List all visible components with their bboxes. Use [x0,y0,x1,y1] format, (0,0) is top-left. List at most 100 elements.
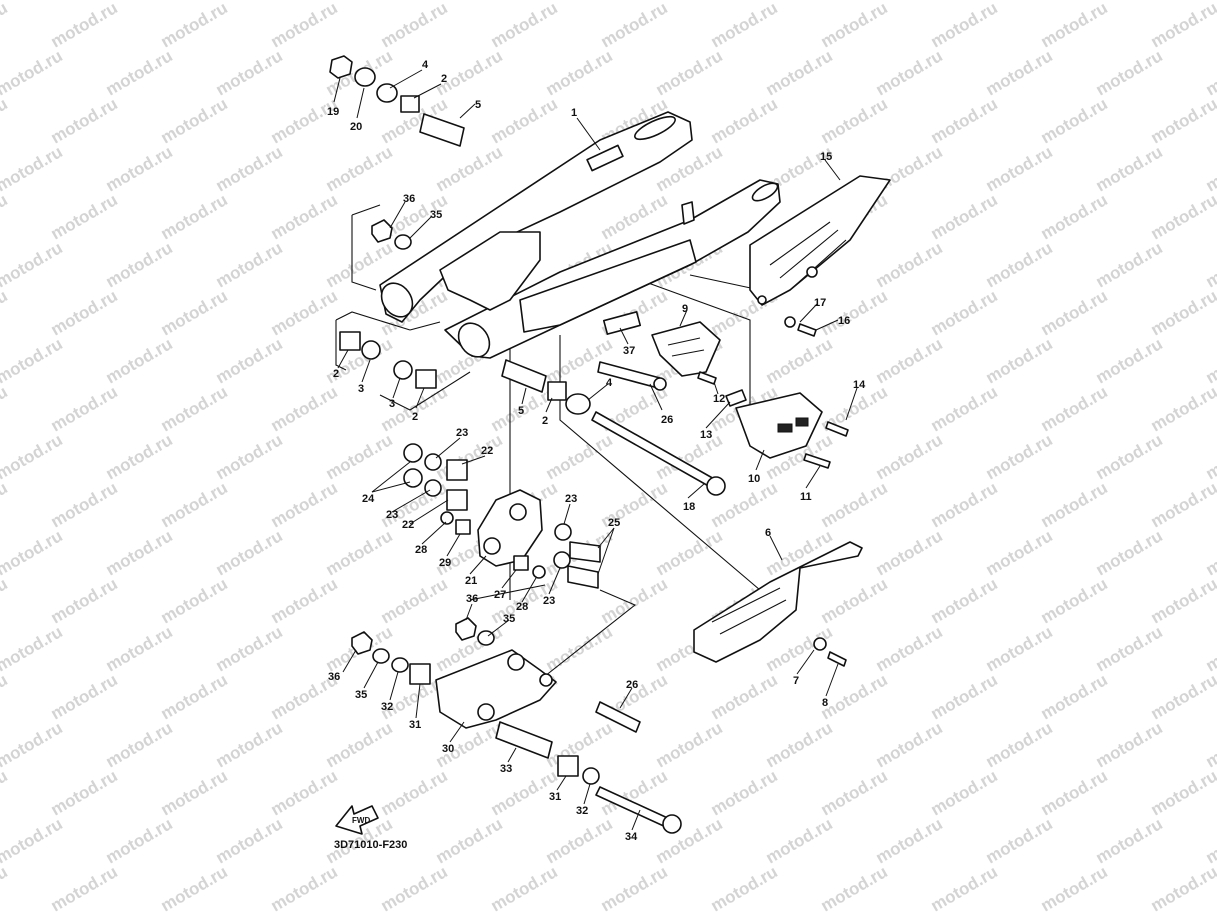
callout-label: 7 [793,675,799,687]
callout-label: 16 [838,315,850,327]
watermark-text: motod.ru [158,190,231,243]
watermark-text: motod.ru [103,430,176,483]
watermark-text: motod.ru [763,622,836,675]
watermark-text: motod.ru [1038,286,1111,339]
watermark-text: motod.ru [818,766,891,819]
callout-label: 32 [576,805,588,817]
watermark-text: motod.ru [1203,622,1217,675]
forward-direction-arrow: FWD [335,805,379,835]
chain-guide-upper [651,321,721,377]
watermark-text: motod.ru [48,862,121,913]
watermark-text: motod.ru [598,574,671,627]
callout-label: 28 [516,601,528,613]
watermark-text: motod.ru [1093,430,1166,483]
watermark-text: motod.ru [433,814,506,867]
watermark-text: motod.ru [1203,814,1217,867]
callout-label: 12 [713,393,725,405]
watermark-text: motod.ru [0,478,11,531]
callout-label: 30 [442,743,454,755]
watermark-text: motod.ru [0,286,11,339]
watermark-text: motod.ru [48,286,121,339]
watermark-text: motod.ru [1203,142,1217,195]
watermark-text: motod.ru [1093,238,1166,291]
watermark-text: motod.ru [1203,334,1217,387]
watermark-text: motod.ru [983,718,1056,771]
watermark-text: motod.ru [103,238,176,291]
watermark-text: motod.ru [0,190,11,243]
callout-label: 26 [626,679,638,691]
watermark-text: motod.ru [1038,574,1111,627]
watermark-text: motod.ru [323,718,396,771]
watermark-text: motod.ru [653,718,726,771]
watermark-text: motod.ru [488,0,561,51]
watermark-text: motod.ru [818,0,891,51]
watermark-text: motod.ru [1093,142,1166,195]
watermark-text: motod.ru [378,0,451,51]
watermark-text: motod.ru [158,382,231,435]
watermark-text: motod.ru [983,814,1056,867]
watermark-text: motod.ru [268,574,341,627]
callout-label: 21 [465,575,477,587]
watermark-text: motod.ru [873,238,946,291]
callout-label: 17 [814,297,826,309]
callout-label: 1 [571,107,577,119]
watermark-text: motod.ru [928,670,1001,723]
connecting-rod [435,649,557,729]
watermark-text: motod.ru [928,382,1001,435]
watermark-text: motod.ru [268,766,341,819]
watermark-text: motod.ru [268,382,341,435]
watermark-text: motod.ru [158,286,231,339]
watermark-text: motod.ru [1093,814,1166,867]
watermark-text: motod.ru [0,526,66,579]
relay-arm [477,489,543,567]
watermark-text: motod.ru [818,862,891,913]
watermark-text: motod.ru [1038,190,1111,243]
watermark-text: motod.ru [1148,190,1217,243]
watermark-text: motod.ru [0,0,11,51]
watermark-text: motod.ru [708,94,781,147]
callout-leaders [333,69,858,831]
callout-label: 25 [608,517,620,529]
callout-label: 35 [355,689,367,701]
watermark-text: motod.ru [213,334,286,387]
callout-label: 19 [327,106,339,118]
watermark-text: motod.ru [873,430,946,483]
watermark-text: motod.ru [1093,334,1166,387]
watermark-text: motod.ru [818,94,891,147]
callout-label: 37 [623,345,635,357]
watermark-text: motod.ru [708,766,781,819]
watermark-text: motod.ru [708,670,781,723]
callout-label: 26 [661,414,673,426]
watermark-text: motod.ru [598,862,671,913]
callout-label: 22 [402,519,414,531]
callout-label: 4 [422,59,429,71]
watermark-text: motod.ru [0,46,66,99]
watermark-text: motod.ru [213,46,286,99]
watermark-text: motod.ru [0,766,11,819]
callout-label: 23 [456,427,468,439]
watermark-text: motod.ru [708,862,781,913]
watermark-text: motod.ru [213,622,286,675]
watermark-text: motod.ru [598,0,671,51]
watermark-text: motod.ru [378,862,451,913]
watermark-text: motod.ru [873,814,946,867]
watermark-text: motod.ru [158,766,231,819]
watermark-text: motod.ru [323,430,396,483]
watermark-text: motod.ru [1148,574,1217,627]
callout-label: 23 [386,509,398,521]
watermark-text: motod.ru [0,862,11,913]
watermark-text: motod.ru [433,430,506,483]
watermark-text: motod.ru [1038,478,1111,531]
watermark-text: motod.ru [983,334,1056,387]
watermark-text: motod.ru [543,430,616,483]
callout-label: 3 [389,398,395,410]
callout-label: 2 [441,73,447,85]
watermark-text: motod.ru [928,766,1001,819]
watermark-text: motod.ru [0,238,66,291]
watermark-text: motod.ru [48,190,121,243]
watermark-text: motod.ru [268,190,341,243]
watermark-text: motod.ru [1148,766,1217,819]
callout-label: 33 [500,763,512,775]
watermark-text: motod.ru [928,0,1001,51]
